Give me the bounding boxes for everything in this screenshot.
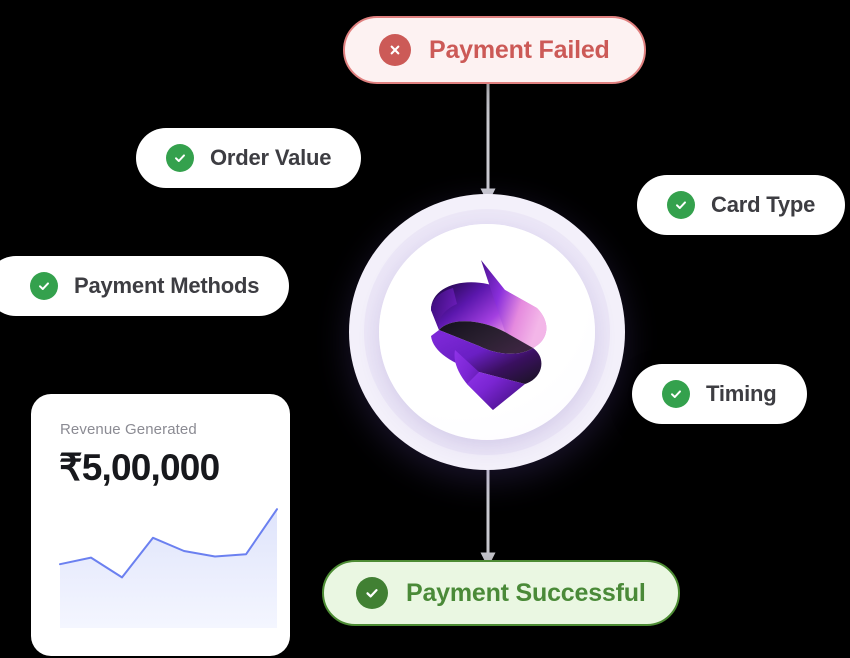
check-circle-icon <box>356 577 388 609</box>
feature-pill-payment-methods[interactable]: Payment Methods <box>0 256 290 316</box>
revenue-card: Revenue Generated ₹5,00,000 <box>31 394 290 656</box>
feature-pill-order-value[interactable]: Order Value <box>136 128 362 188</box>
check-circle-icon <box>667 191 695 219</box>
revenue-line <box>59 508 278 579</box>
feature-pill-label: Timing <box>706 381 777 406</box>
feature-pill-label: Payment Methods <box>74 273 260 298</box>
feature-pill-timing[interactable]: Timing <box>632 364 807 424</box>
revenue-area-chart <box>59 508 278 628</box>
node-payment-failed[interactable]: Payment Failed <box>343 16 646 84</box>
brand-logo-hub <box>337 182 637 482</box>
node-payment-failed-label: Payment Failed <box>429 35 610 64</box>
feature-pill-label: Card Type <box>711 192 816 217</box>
check-circle-icon <box>662 380 690 408</box>
ribbon-s-logo-icon <box>431 260 547 410</box>
x-circle-icon <box>379 34 411 66</box>
feature-pill-card-type[interactable]: Card Type <box>637 175 846 235</box>
node-payment-successful[interactable]: Payment Successful <box>322 560 680 626</box>
feature-pill-label: Order Value <box>210 145 332 170</box>
revenue-card-title: Revenue Generated <box>60 421 197 438</box>
node-payment-successful-label: Payment Successful <box>406 578 646 607</box>
check-circle-icon <box>166 144 194 172</box>
revenue-area-fill <box>60 509 277 628</box>
revenue-card-amount: ₹5,00,000 <box>59 447 220 488</box>
check-circle-icon <box>30 272 58 300</box>
